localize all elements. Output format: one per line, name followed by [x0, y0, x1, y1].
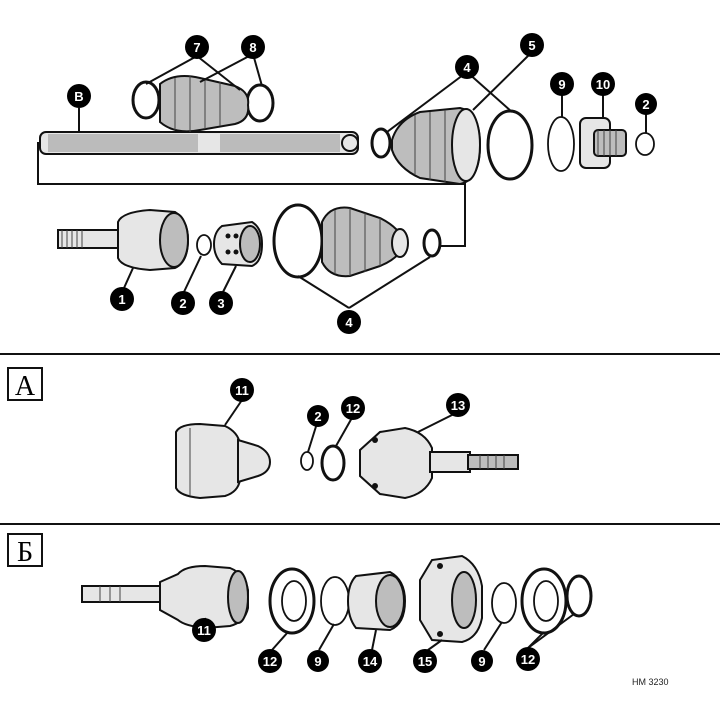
stub-axle-flange-a: [359, 426, 519, 500]
callout-12-a-label: 12: [346, 401, 360, 416]
callout-13-a: 13: [446, 393, 470, 417]
drive-shaft: [39, 131, 359, 155]
callout-7: 7: [185, 35, 209, 59]
callout-2-top-right-label: 2: [642, 97, 649, 112]
callout-2-lower: 2: [171, 291, 195, 315]
callout-4-upper-label: 4: [463, 60, 471, 75]
seal-ring-b-1: [268, 567, 316, 635]
panel-letter-b: Б: [17, 537, 33, 568]
callout-5-label: 5: [528, 38, 535, 53]
tripod-joint: [579, 117, 627, 169]
callout-10: 10: [591, 72, 615, 96]
callout-1-label: 1: [118, 292, 125, 307]
callout-2-lower-label: 2: [179, 296, 186, 311]
outer-boot-group: [370, 106, 575, 186]
outer-cv-joint: [57, 208, 190, 272]
callout-4-lower: 4: [337, 310, 361, 334]
callout-9-b-right-label: 9: [478, 654, 485, 669]
callout-8-label: 8: [249, 40, 256, 55]
callout-1: 1: [110, 287, 134, 311]
callout-10-label: 10: [596, 77, 610, 92]
callout-shaft: В: [67, 84, 91, 108]
callout-3: 3: [209, 291, 233, 315]
callout-11-b-label: 11: [197, 623, 211, 638]
callout-14: 14: [358, 649, 382, 673]
callout-14-label: 14: [363, 654, 378, 669]
callout-12-b-left: 12: [258, 649, 282, 673]
circlip-b-2: [491, 582, 517, 624]
seal-ring-b-2-inner: [533, 580, 559, 622]
callout-15: 15: [413, 649, 437, 673]
callout-9-b-left-label: 9: [314, 654, 321, 669]
callout-4-lower-label: 4: [345, 315, 353, 330]
callout-2-a: 2: [307, 405, 329, 427]
callout-2-a-label: 2: [314, 409, 321, 424]
panel-label-a: А: [7, 367, 43, 402]
circlip-b-1: [320, 576, 350, 626]
callout-4-upper: 4: [455, 55, 479, 79]
callout-11-a-label: 11: [235, 383, 249, 398]
callout-2-top-right: 2: [635, 93, 657, 115]
callout-12-b-right: 12: [516, 647, 540, 671]
callout-12-a: 12: [341, 396, 365, 420]
boot-clamp-small: [422, 228, 442, 258]
ball-cage: [212, 220, 264, 268]
callout-15-label: 15: [418, 654, 432, 669]
callout-9-b-left: 9: [307, 650, 329, 672]
small-boot-with-clamps: [131, 75, 275, 133]
flange-b: [419, 554, 483, 644]
callout-shaft-label: В: [74, 89, 83, 104]
callout-11-a: 11: [230, 378, 254, 402]
inner-joint-housing-b: [81, 564, 249, 630]
footer-code: HM 3230: [632, 677, 669, 687]
callout-3-label: 3: [217, 296, 224, 311]
circlip-a: [300, 451, 314, 471]
inner-joint-housing-a: [175, 422, 272, 500]
circlip-top-right: [635, 132, 655, 156]
seal-ring-b-2: [520, 567, 568, 635]
seal-ring-b-1-inner: [281, 580, 307, 622]
top-leader-lines: [78, 51, 647, 309]
panel-letter-a: А: [15, 371, 36, 402]
callout-9-top: 9: [550, 72, 574, 96]
callout-7-label: 7: [193, 40, 200, 55]
seal-ring-b-3: [565, 574, 593, 618]
callout-5: 5: [520, 33, 544, 57]
outer-boot: [321, 206, 409, 278]
bearing-b: [346, 570, 407, 632]
callout-13-a-label: 13: [451, 398, 465, 413]
washer-a: [320, 444, 346, 482]
callout-12-b-left-label: 12: [263, 654, 277, 669]
callout-11-b: 11: [192, 618, 216, 642]
callout-9-top-label: 9: [558, 77, 565, 92]
callout-9-b-right: 9: [471, 650, 493, 672]
circlip-lower: [196, 234, 212, 256]
boot-clamp-large: [272, 203, 324, 279]
callout-8: 8: [241, 35, 265, 59]
callout-12-b-right-label: 12: [521, 652, 535, 667]
assembly-link-line: [37, 142, 466, 247]
panel-label-b: Б: [7, 533, 43, 568]
